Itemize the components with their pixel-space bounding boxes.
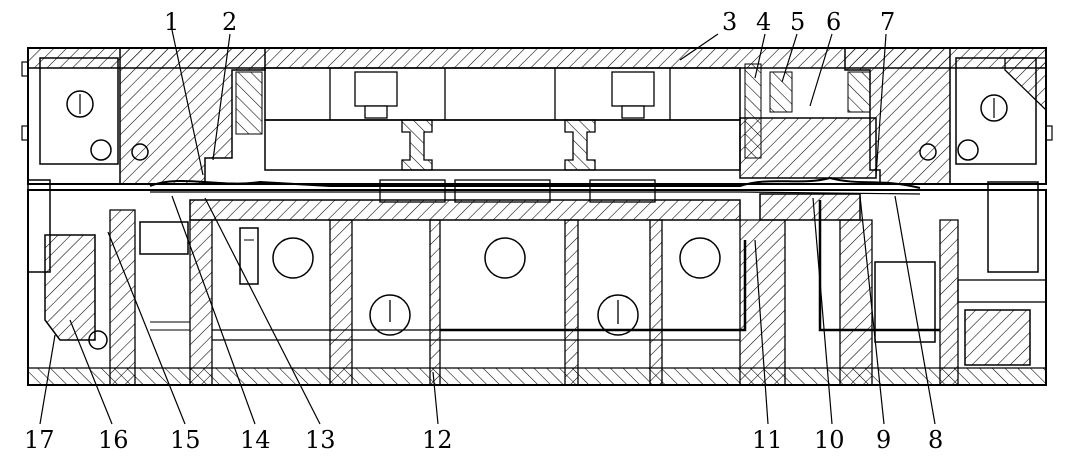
top-callouts: 1 2 3 4 5 6 7 [164,8,895,36]
callout-label-11: 11 [752,426,783,454]
callout-label-15: 15 [170,426,201,454]
callout-label-8: 8 [928,426,943,454]
callout-label-16: 16 [98,426,129,454]
leader-lines [39,29,936,425]
lower-die [27,179,1047,386]
callout-label-9: 9 [876,426,891,454]
callout-label-7: 7 [880,8,895,36]
bottom-callouts: 17 16 15 14 13 12 11 10 9 8 [24,426,943,454]
callout-label-6: 6 [826,8,841,36]
callout-label-5: 5 [790,8,805,36]
callout-label-14: 14 [240,426,271,454]
callout-label-4: 4 [756,8,771,36]
callout-label-10: 10 [814,426,845,454]
callout-label-12: 12 [422,426,453,454]
callout-label-13: 13 [305,426,336,454]
callout-label-17: 17 [24,426,55,454]
callout-label-2: 2 [222,8,237,36]
callout-label-3: 3 [722,8,737,36]
callout-label-1: 1 [164,8,179,36]
